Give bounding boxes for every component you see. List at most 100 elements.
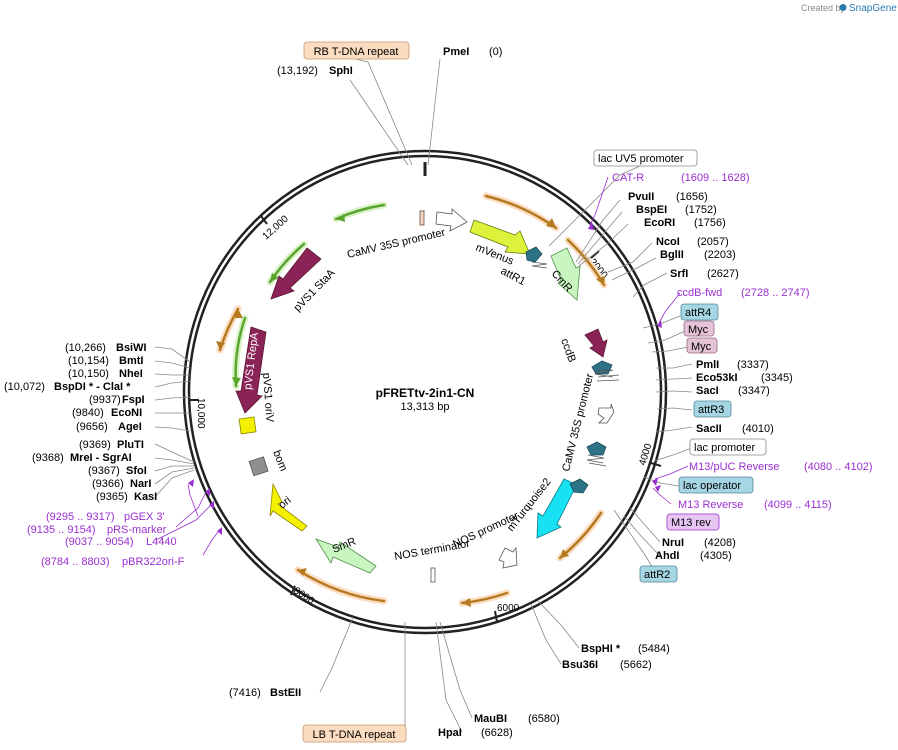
tick-label-10000: 10,000	[195, 398, 206, 429]
camv35s-promoter-1-box	[419, 210, 425, 226]
site-pvuii-name: PvuII	[628, 191, 654, 203]
attr2-label: attR2	[644, 569, 670, 581]
site-pmli-pos: (3337)	[737, 359, 769, 371]
nos-terminator-label: NOS terminator	[393, 538, 471, 563]
tick-8000	[290, 585, 296, 596]
tick-2000	[590, 250, 600, 259]
primer-ccdb-pos: (2728 .. 2747)	[741, 287, 810, 299]
site-maubi-name: MauBI	[474, 713, 507, 725]
site-eco53ki-pos: (3345)	[761, 372, 793, 384]
camv35s-promoter-2-arrow	[597, 403, 615, 424]
primer-m13puc-pos: (4080 .. 4102)	[804, 461, 873, 473]
site-mrei-sgrai-name: MreI - SgrAI	[70, 452, 132, 464]
site-sfoi-pos: (9367)	[88, 465, 120, 477]
primer-markers	[188, 222, 662, 535]
tick-6000	[494, 610, 498, 623]
attr2-arrow	[569, 478, 589, 494]
smr-arrow	[315, 538, 377, 574]
site-sphi-pos: (13,192)	[277, 65, 318, 77]
snapgene-logo-icon	[839, 4, 847, 11]
attr4-label: attR4	[685, 307, 711, 319]
site-bsu36i-pos: (5662)	[620, 659, 652, 671]
site-pvuii-pos: (1656)	[676, 191, 708, 203]
primer-catr-name: CAT-R	[612, 172, 644, 184]
rb-tdna-repeat-box	[303, 41, 410, 60]
site-bspei-name: BspEI	[636, 204, 667, 216]
myc-1-box	[683, 320, 715, 337]
primer-ccdb-name: ccdB-fwd	[677, 287, 722, 299]
site-pluti-pos: (9369)	[79, 439, 111, 451]
site-ecori-pos: (1756)	[694, 217, 726, 229]
site-agei-name: AgeI	[118, 421, 142, 433]
site-sfoi-name: SfoI	[126, 465, 147, 477]
primer-prs-pos: (9135 .. 9154)	[27, 524, 96, 536]
primer-l4440-pos: (9037 .. 9054)	[65, 536, 134, 548]
site-pmei-pos: (0)	[489, 46, 502, 58]
primer-m13r-name: M13 Reverse	[678, 499, 743, 511]
plasmid-size: 13,313 bp	[401, 401, 450, 413]
site-eco53ki-name: Eco53kI	[696, 372, 738, 384]
site-bmti-name: BmtI	[119, 355, 143, 367]
watermark-brand: SnapGene	[849, 3, 897, 14]
rb-tdna-repeat-label: RB T-DNA repeat	[314, 46, 399, 58]
small-feature-marks	[423, 210, 620, 467]
nos-promoter-arrow	[498, 546, 518, 569]
camv35s-promoter-arrow-1	[435, 208, 468, 232]
primer-l4440-name: L4440	[146, 536, 177, 548]
site-saci-pos: (3347)	[738, 385, 770, 397]
site-pluti-name: PluTI	[117, 439, 144, 451]
tick-label-6000: 6000	[497, 603, 520, 614]
site-nrui-name: NruI	[662, 537, 684, 549]
site-fspi-pos: (9937)	[89, 394, 121, 406]
site-mrei-sgrai-pos: (9368)	[32, 452, 64, 464]
lac-promoter-label: lac promoter	[694, 442, 755, 454]
attr2-box	[639, 565, 678, 583]
site-bspei-pos: (1752)	[685, 204, 717, 216]
site-nhei-pos: (10,150)	[68, 368, 109, 380]
myc-1-label: Myc	[688, 324, 709, 336]
mvenus-arrow	[469, 219, 531, 255]
pvs1-oriv-box	[238, 416, 257, 435]
site-nari-pos: (9366)	[92, 478, 124, 490]
attr3-label: attR3	[698, 404, 724, 416]
ori-label: ori	[276, 494, 293, 511]
site-bmti-pos: (10,154)	[68, 355, 109, 367]
myc-2-label: Myc	[691, 341, 712, 353]
site-econi-name: EcoNI	[111, 407, 142, 419]
ccdb-label: ccdB	[558, 337, 578, 364]
site-sacii-name: SacII	[696, 423, 722, 435]
site-bspdi-clai-name: BspDI * - ClaI *	[54, 381, 131, 393]
site-kasi-pos: (9365)	[96, 491, 128, 503]
pvs1-staa-arrow	[270, 247, 322, 300]
attr4-box	[680, 303, 719, 321]
nos-terminator-box	[430, 567, 436, 583]
site-srfi-pos: (2627)	[707, 268, 739, 280]
camv35s-promoter-1-label: CaMV 35S promoter	[346, 227, 447, 261]
site-bsiwi-name: BsiWI	[116, 342, 147, 354]
site-hpai-name: HpaI	[438, 727, 462, 739]
site-bsphi-name: BspHI *	[581, 643, 621, 655]
site-ecori-name: EcoRI	[644, 217, 675, 229]
myc-2-box	[686, 337, 718, 354]
site-econi-pos: (9840)	[72, 407, 104, 419]
site-bspdi-clai-pos: (10,072)	[4, 381, 45, 393]
watermark-prefix: Created by	[801, 3, 846, 13]
attr1-label: attR1	[499, 265, 528, 288]
m13-rev-box	[666, 513, 720, 531]
lb-tdna-repeat-box	[302, 724, 407, 743]
site-agei-pos: (9656)	[76, 421, 108, 433]
lac-operator-label: lac operator	[683, 480, 741, 492]
backbone-outer-ring	[182, 149, 668, 635]
lac-operator-box	[678, 476, 754, 494]
attr3-box	[693, 400, 732, 418]
site-nari-name: NarI	[130, 478, 151, 490]
primer-m13r-pos: (4099 .. 4115)	[764, 499, 832, 511]
site-bglii-pos: (2203)	[704, 249, 736, 261]
site-ahdi-name: AhdI	[655, 550, 679, 562]
primer-pbr-pos: (8784 .. 8803)	[41, 556, 110, 568]
plasmid-name: pFRETtv-2in1-CN	[376, 386, 475, 400]
primer-m13puc-name: M13/pUC Reverse	[689, 461, 779, 473]
site-bsteii-pos: (7416)	[229, 687, 261, 699]
primer-prs-name: pRS-marker	[107, 524, 167, 536]
